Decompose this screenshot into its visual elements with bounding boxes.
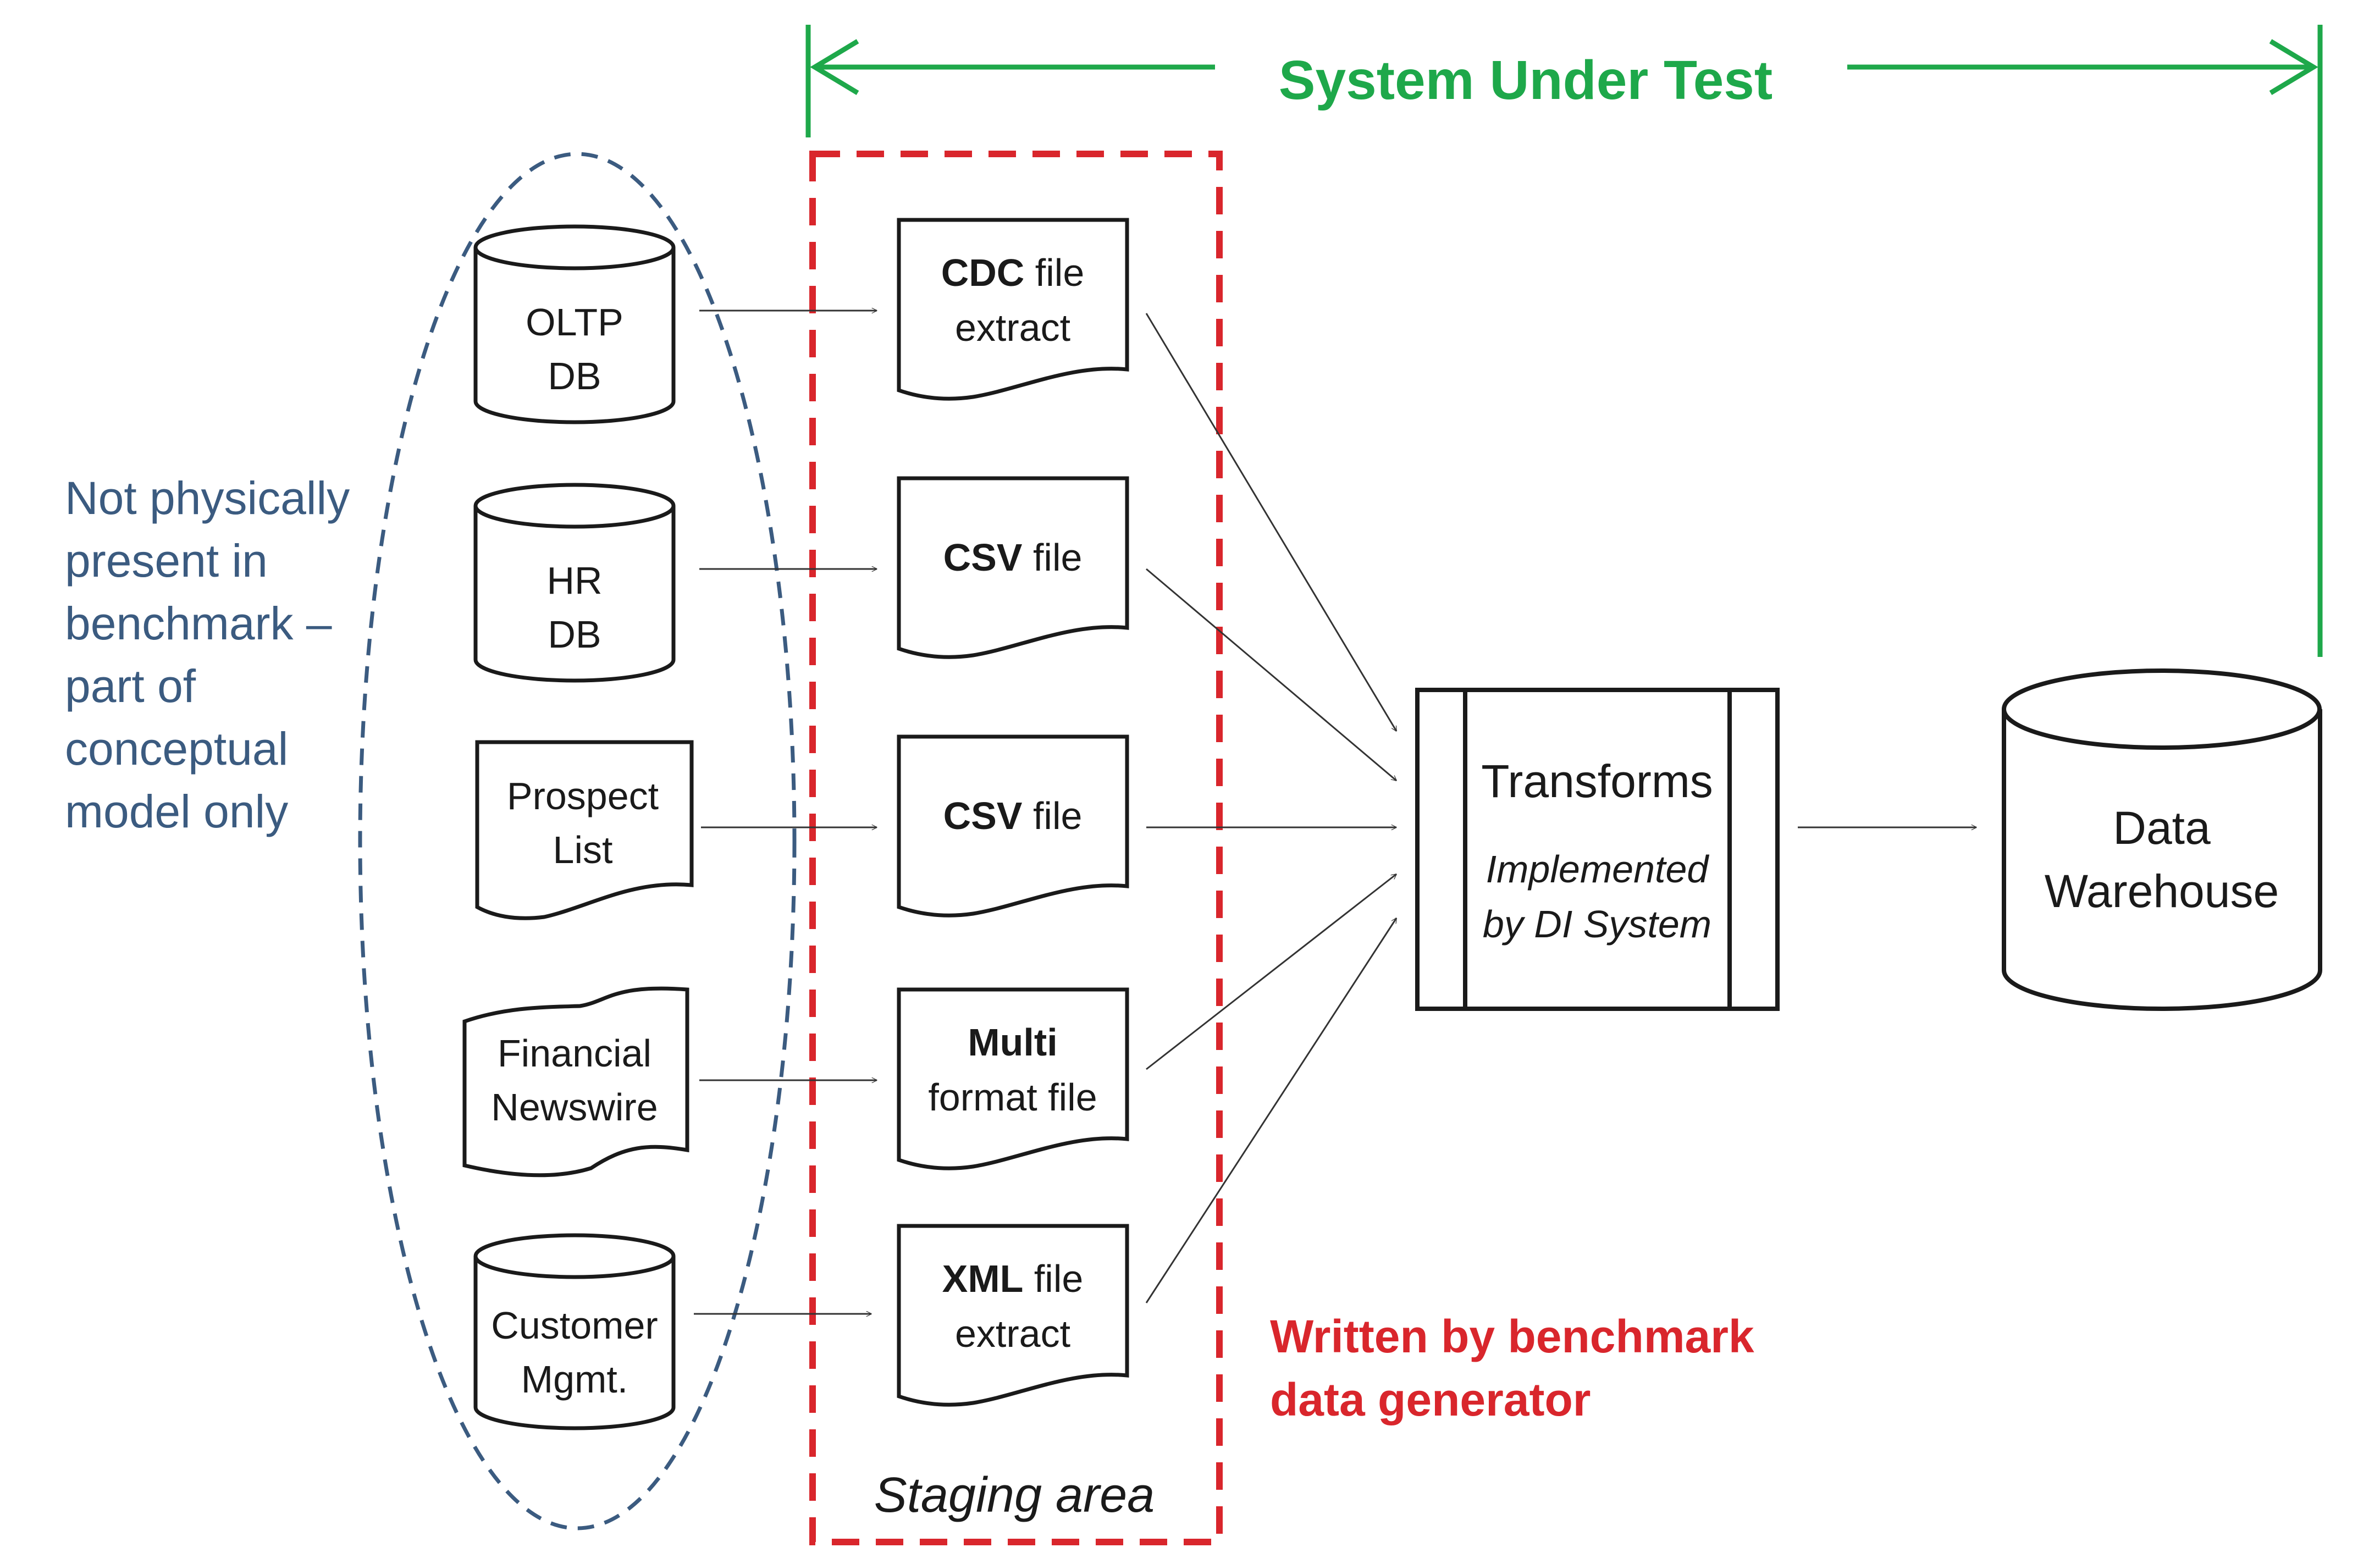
staging-file-label: CSV file <box>943 794 1083 837</box>
staging-area-label: Staging area <box>874 1468 1155 1523</box>
source-to-staging-arrows <box>694 311 877 1314</box>
source-oltp-db: OLTP DB <box>473 224 676 424</box>
generator-note: Written by benchmark data generator <box>1270 1311 1754 1425</box>
file-line-2: format file <box>928 1076 1097 1119</box>
database-top <box>473 483 676 529</box>
text-line: Newswire <box>491 1086 658 1129</box>
staging-file-multi-format: Multi format file <box>897 987 1129 1170</box>
transforms-box <box>1415 688 1780 1011</box>
source-hr-db: HR DB <box>473 483 676 683</box>
text-line: by DI System <box>1483 903 1711 946</box>
file-type-rest: file <box>1023 536 1083 579</box>
sut-left-arrowhead <box>810 39 859 95</box>
text-line: DB <box>548 613 601 656</box>
conceptual-model-note: Not physically present in benchmark – part … <box>65 472 350 837</box>
text-line: Not physically <box>65 472 350 524</box>
document-shape <box>897 734 1129 918</box>
text-line: OLTP <box>526 301 623 344</box>
staging-file-cdc: CDC file extract <box>897 218 1129 401</box>
database-top <box>473 224 676 270</box>
text-line: DB <box>548 355 601 397</box>
arrow-cdc-to-transforms <box>1145 313 1398 731</box>
text-line: Mgmt. <box>521 1358 628 1401</box>
file-line-2: extract <box>955 306 1070 349</box>
text-line: conceptual <box>65 723 288 775</box>
document-shape <box>897 1224 1129 1407</box>
document-shape <box>897 987 1129 1170</box>
database-body <box>2002 709 2322 1011</box>
system-under-test-label: System Under Test <box>1279 49 1772 111</box>
document-shape <box>897 218 1129 401</box>
document-shape <box>897 476 1129 659</box>
database-shape <box>473 506 676 683</box>
text-line: HR <box>546 559 602 602</box>
staging-to-transforms-arrows <box>1145 313 1398 1303</box>
document-shape <box>475 740 694 920</box>
text-line: Financial <box>498 1032 651 1075</box>
file-type-bold: XML <box>942 1257 1024 1300</box>
file-type-bold: Multi <box>968 1021 1057 1064</box>
text-line: benchmark – <box>65 598 332 649</box>
database-top <box>473 1233 676 1279</box>
arrow-multi-to-transforms <box>1146 873 1396 1070</box>
file-line-1: XML file <box>942 1257 1084 1300</box>
staging-file-label: XML file extract <box>942 1257 1084 1355</box>
file-line-2: extract <box>955 1312 1070 1355</box>
text-line: Implemented <box>1486 848 1710 891</box>
file-type-rest: file <box>1023 794 1083 837</box>
text-line: part of <box>65 660 196 712</box>
text-line: Data <box>2113 802 2211 854</box>
database-shape <box>473 1256 676 1430</box>
system-under-test-bracket: System Under Test <box>805 25 2323 657</box>
text-line: Written by benchmark <box>1270 1311 1754 1362</box>
file-type-rest: file <box>1024 251 1084 294</box>
text-line: model only <box>65 786 288 837</box>
staging-file-label: CDC file extract <box>941 251 1085 349</box>
file-line-1: CSV file <box>943 536 1083 579</box>
staging-file-label: Multi format file <box>928 1021 1097 1119</box>
file-line-1: CSV file <box>943 794 1083 837</box>
conceptual-sources-ellipse <box>358 152 797 1530</box>
transforms-title: Transforms <box>1481 755 1713 807</box>
file-type-bold: CSV <box>943 794 1023 837</box>
file-type-bold: CDC <box>941 251 1025 294</box>
text-line: Customer <box>491 1304 658 1347</box>
staging-file-csv-1: CSV file <box>897 476 1129 659</box>
staging-area-box <box>809 151 1223 1545</box>
file-type-rest: file <box>1023 1257 1083 1300</box>
staging-file-label: CSV file <box>943 536 1083 579</box>
source-label: HR DB <box>546 559 602 656</box>
text-line: List <box>553 828 613 871</box>
transforms-process: Transforms Implemented by DI System <box>1415 688 1780 1011</box>
staging-file-csv-2: CSV file <box>897 734 1129 918</box>
tape-shape <box>462 986 689 1178</box>
staging-file-xml: XML file extract <box>897 1224 1129 1407</box>
arrow-csv1-to-transforms <box>1146 568 1396 781</box>
transforms-subtitle: Implemented by DI System <box>1483 848 1711 946</box>
source-label: OLTP DB <box>526 301 623 397</box>
text-line: present in <box>65 535 268 587</box>
text-line: Warehouse <box>2045 865 2279 917</box>
sut-right-arrowhead <box>2269 39 2318 95</box>
text-line: data generator <box>1270 1374 1591 1425</box>
file-type-bold: CSV <box>943 536 1023 579</box>
file-line-1: Multi <box>968 1021 1057 1064</box>
file-line-1: CDC file <box>941 251 1085 294</box>
database-top <box>2002 668 2322 750</box>
database-shape <box>473 247 676 424</box>
arrow-xml-to-transforms <box>1145 918 1398 1303</box>
text-line: Prospect <box>507 775 659 817</box>
